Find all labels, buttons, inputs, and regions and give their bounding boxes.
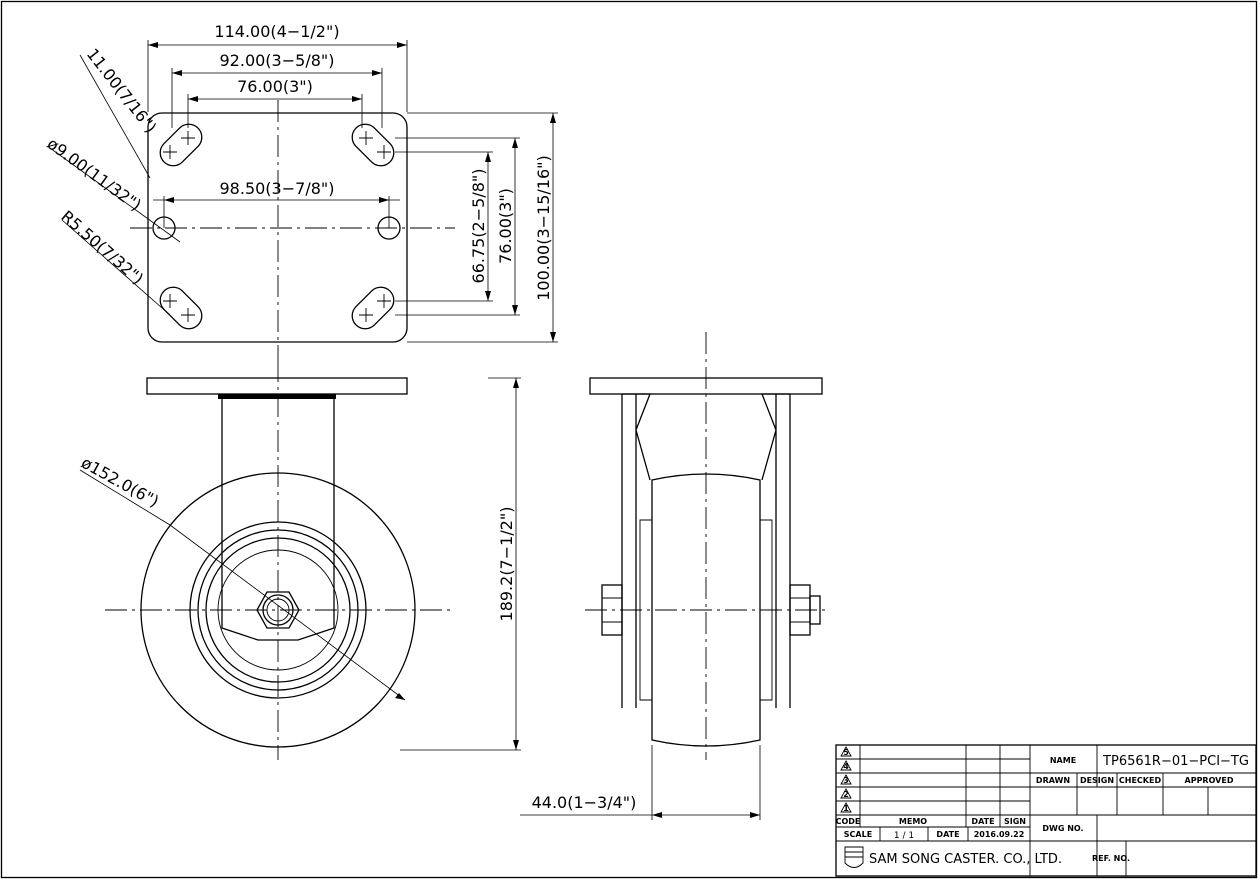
rev-5: 5 [843, 748, 849, 757]
dim-wheel-width: 44.0(1−3/4") [532, 793, 637, 812]
dim-slot-radius: R5.50(7/32") [57, 207, 147, 289]
dim-hole-spacing-inner: 76.00(3") [237, 77, 313, 96]
front-view [79, 360, 450, 760]
date-value: 2016.09.22 [974, 830, 1025, 839]
date-label: DATE [971, 817, 994, 826]
dim-plate-width: 114.00(4−1/2") [214, 22, 339, 41]
scale-label: SCALE [844, 830, 872, 839]
rev-2: 2 [843, 790, 849, 799]
dim-hole-spacing-outer: 92.00(3−5/8") [220, 51, 335, 70]
dim-vert-spacing-b: 76.00(3") [496, 188, 515, 264]
rev-4: 4 [843, 762, 849, 771]
part-name: TP6561R−01−PCI−TG [1102, 754, 1249, 769]
rev-3: 3 [843, 776, 849, 785]
ref-no-label: REF. NO. [1092, 854, 1130, 863]
dim-center-hole-spacing: 98.50(3−7/8") [220, 179, 335, 198]
code-label: CODE [836, 817, 861, 826]
dim-hole-diameter: ø9.00(11/32") [44, 134, 145, 215]
rev-1: 1 [843, 804, 849, 813]
date-label-2: DATE [936, 830, 959, 839]
dim-overall-height: 189.2(7−1/2") [497, 507, 516, 622]
dim-wheel-diameter: ø152.0(6") [78, 453, 162, 511]
top-plate-view [130, 100, 455, 360]
design-label: DESIGN [1080, 776, 1114, 785]
name-label: NAME [1050, 756, 1076, 765]
checked-label: CHECKED [1119, 776, 1162, 785]
dim-slot-width: 11.00(7/16") [83, 45, 161, 137]
dim-vert-spacing-a: 66.75(2−5/8") [469, 169, 488, 284]
side-view [520, 332, 830, 820]
height-dimension [400, 377, 521, 751]
title-block [835, 744, 1257, 877]
top-view-dimensions [49, 40, 558, 343]
company-name: SAM SONG CASTER. CO., LTD. [869, 852, 1062, 867]
dwg-no-label: DWG NO. [1042, 824, 1083, 833]
dim-plate-length: 100.00(3−15/16") [534, 155, 553, 301]
memo-label: MEMO [899, 817, 927, 826]
scale-value: 1 / 1 [894, 831, 914, 841]
drawn-label: DRAWN [1036, 776, 1070, 785]
sign-label: SIGN [1004, 817, 1026, 826]
approved-label: APPROVED [1185, 776, 1234, 785]
